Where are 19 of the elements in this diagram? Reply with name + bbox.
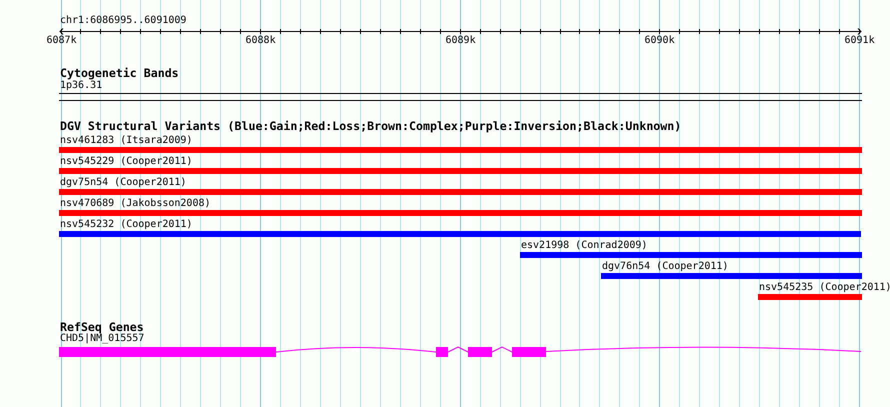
tick-label: 6088k	[246, 35, 276, 47]
variant-label: nsv461283 (Itsara2009)	[60, 135, 192, 147]
tick-label: 6089k	[446, 35, 476, 47]
variant-label: esv21998 (Conrad2009)	[521, 240, 648, 252]
variant-label: nsv545235 (Cooper2011)	[759, 282, 890, 294]
band-label: 1p36.31	[60, 80, 102, 92]
variant-label: dgv75n54 (Cooper2011)	[60, 177, 186, 189]
track-title: Cytogenetic Bands	[60, 67, 179, 80]
variant-label: dgv76n54 (Cooper2011)	[602, 261, 728, 273]
variant-label: nsv545229 (Cooper2011)	[60, 156, 192, 168]
tick-label: 6090k	[644, 35, 675, 47]
gene-label: CHD5|NM_015557	[60, 333, 144, 345]
track-title: RefSeq Genes	[60, 321, 144, 334]
track-title: DGV Structural Variants (Blue:Gain;Red:Loss;Brown:Complex;Purple:Inversion;Black:Unknown)	[60, 120, 682, 133]
coordinate-label: chr1:6086995..6091009	[60, 15, 186, 27]
variant-label: nsv545232 (Cooper2011)	[60, 219, 192, 231]
tick-label: 6087k	[46, 35, 77, 47]
variant-label: nsv470689 (Jakobsson2008)	[60, 198, 211, 210]
tick-label: 6091k	[844, 35, 875, 47]
